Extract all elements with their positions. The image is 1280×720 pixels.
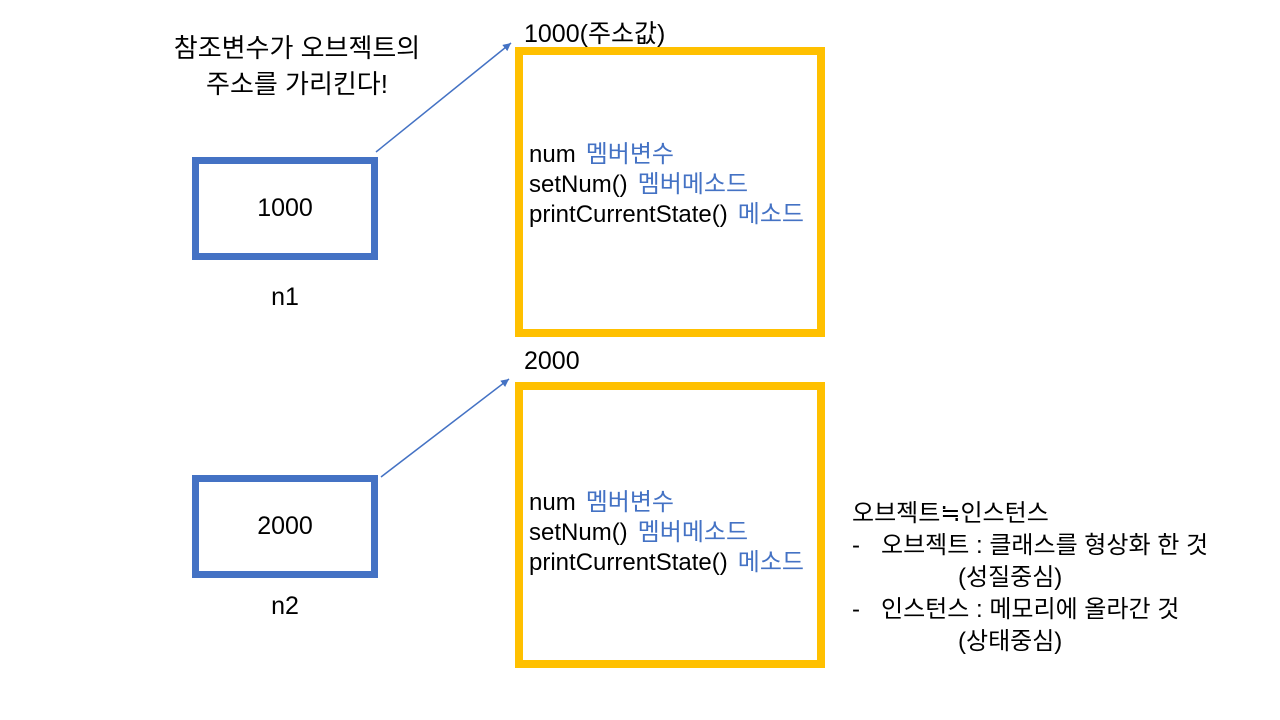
note-item-2: -인스턴스 : 메모리에 올라간 것 xyxy=(852,594,1208,626)
note-item-1-sub: (성질중심) xyxy=(958,564,1063,591)
object-box-1: num 멤버변수 setNum() 멤버메소드 printCurrentState(… xyxy=(515,47,825,337)
object-members-2: num 멤버변수 setNum() 멤버메소드 printCurrentState(… xyxy=(529,488,804,578)
note-item-text: 인스턴스 : 메모리에 올라간 것 xyxy=(881,596,1180,623)
member-desc: 멤버메소드 xyxy=(637,519,749,546)
member-desc: 멤버변수 xyxy=(585,141,675,168)
object-box-2: num 멤버변수 setNum() 멤버메소드 printCurrentState(… xyxy=(515,382,825,668)
member-line: printCurrentState() 메소드 xyxy=(529,548,804,578)
note-item-1: -오브젝트 : 클래스를 형상화 한 것 xyxy=(852,530,1208,562)
annotation-line-1: 참조변수가 오브젝트의 xyxy=(173,33,421,63)
member-line: num 멤버변수 xyxy=(529,140,804,170)
note-bullet: - xyxy=(852,532,860,559)
member-code: num xyxy=(529,141,576,168)
member-code: setNum() xyxy=(529,171,628,198)
member-code: setNum() xyxy=(529,519,628,546)
annotation-line-2: 주소를 가리킨다! xyxy=(206,69,388,99)
member-code: num xyxy=(529,489,576,516)
member-line: setNum() 멤버메소드 xyxy=(529,518,804,548)
annotation-text: 참조변수가 오브젝트의 주소를 가리킨다! xyxy=(162,30,432,102)
reference-variable-box-n2: 2000 xyxy=(192,475,378,578)
member-desc: 멤버변수 xyxy=(585,489,675,516)
object-members-1: num 멤버변수 setNum() 멤버메소드 printCurrentState(… xyxy=(529,140,804,230)
member-desc: 메소드 xyxy=(737,549,804,576)
member-line: num 멤버변수 xyxy=(529,488,804,518)
member-code: printCurrentState() xyxy=(529,201,728,228)
object-address-label-2: 2000 xyxy=(524,347,580,375)
note-item-2-sub: (상태중심) xyxy=(958,628,1063,655)
member-desc: 멤버메소드 xyxy=(637,171,749,198)
member-desc: 메소드 xyxy=(737,201,804,228)
member-line: setNum() 멤버메소드 xyxy=(529,170,804,200)
object-instance-note: 오브젝트≒인스턴스 -오브젝트 : 클래스를 형상화 한 것 (성질중심) -인… xyxy=(852,498,1208,658)
member-code: printCurrentState() xyxy=(529,549,728,576)
note-bullet: - xyxy=(852,596,860,623)
object-address-label-1: 1000(주소값) xyxy=(524,20,666,48)
reference-value-n2: 2000 xyxy=(257,512,313,540)
note-item-text: 오브젝트 : 클래스를 형상화 한 것 xyxy=(881,532,1209,559)
note-title: 오브젝트≒인스턴스 xyxy=(852,500,1049,527)
member-line: printCurrentState() 메소드 xyxy=(529,200,804,230)
reference-variable-box-n1: 1000 xyxy=(192,157,378,260)
reference-variable-label-n2: n2 xyxy=(271,592,299,620)
reference-value-n1: 1000 xyxy=(257,194,313,222)
reference-arrow-n2 xyxy=(380,378,510,478)
reference-variable-label-n1: n1 xyxy=(271,283,299,311)
